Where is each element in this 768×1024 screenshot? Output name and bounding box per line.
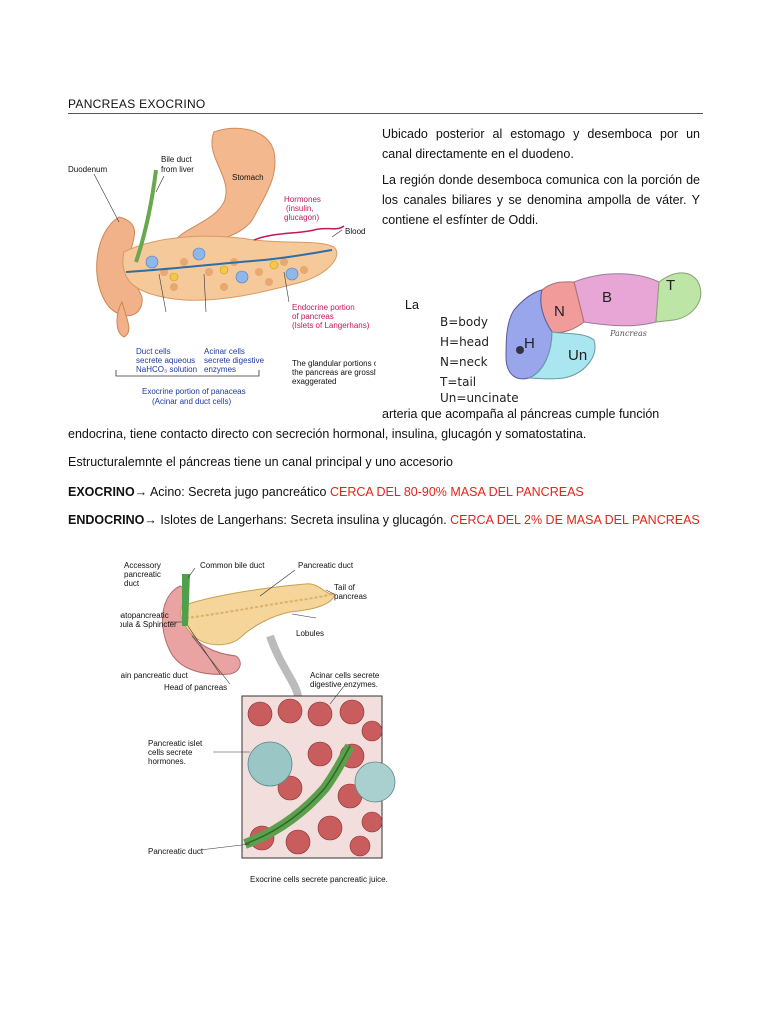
heading-divider xyxy=(68,113,703,114)
label-hormones-1: Hormones xyxy=(284,195,321,204)
label-exocrine-portion-1: Exocrine portion of panaceas xyxy=(142,387,246,396)
label-exocrine-secrete: Exocrine cells secrete pancreatic juice. xyxy=(250,875,388,884)
label-head: Head of pancreas xyxy=(164,683,227,692)
label-tail-1: Tail of xyxy=(334,583,356,592)
paragraph-arteria-line2: endocrina, tiene contacto directo con se… xyxy=(68,427,587,441)
exocrino-arrow: → xyxy=(134,485,148,499)
page-heading: PANCREAS EXOCRINO xyxy=(68,97,206,111)
region-t: T xyxy=(666,277,675,294)
endocrino-highlight: CERCA DEL 2% DE MASA DEL PANCREAS xyxy=(450,513,700,527)
region-b: B xyxy=(602,289,612,306)
region-h: H xyxy=(524,335,535,352)
pancreas-exocrine-figure: Duodenum Bile duct from liver Stomach Ho… xyxy=(68,127,376,406)
legend-tail: T=tail xyxy=(439,375,476,389)
label-acinar-secrete-1: Acinar cells secrete xyxy=(310,671,380,680)
label-blood: Blood xyxy=(345,227,365,236)
region-n: N xyxy=(554,303,565,320)
pancreas-regions-figure: N B T H Un Pancreas B=body H=head N=neck… xyxy=(439,272,702,405)
exocrino-text: Acino: Secreta jugo pancreático xyxy=(147,485,330,499)
endocrino-arrow: → xyxy=(144,513,157,527)
label-acinar-secrete-2: digestive enzymes. xyxy=(310,680,378,689)
paragraph-arteria-line1: arteria que acompaña al páncreas cumple … xyxy=(382,407,660,421)
label-tail-2: pancreas xyxy=(334,592,367,601)
legend-uncinate: Un=uncinate xyxy=(440,391,519,405)
label-pancreatic-duct-bottom: Pancreatic duct xyxy=(148,847,204,856)
label-accessory-3: duct xyxy=(124,579,140,588)
paragraph-estructural: Estructuralemnte el páncreas tiene un ca… xyxy=(68,455,453,469)
label-endocrine-3: (Islets of Langerhans) xyxy=(292,321,370,330)
artist-signature: Pancreas xyxy=(609,329,647,338)
pancreas-histology-figure: Accessory pancreatic duct Common bile du… xyxy=(120,561,396,884)
label-hormones-3: glucagon) xyxy=(284,213,319,222)
label-duct-cells-2: secrete aqueous xyxy=(136,356,195,365)
label-duct-cells-3: NaHCO₃ solution xyxy=(136,365,197,374)
label-glandular-1: The glandular portions of xyxy=(292,359,376,368)
line-exocrino: EXOCRINO→ Acino: Secreta jugo pancreátic… xyxy=(68,482,584,502)
label-acinar-2: secrete digestive xyxy=(204,356,265,365)
label-accessory-1: Accessory xyxy=(124,561,161,570)
label-hepatopancreatic-1: Hepatopancreatic xyxy=(120,611,169,620)
exocrino-highlight: CERCA DEL 80-90% MASA DEL PANCREAS xyxy=(329,485,584,499)
region-un: Un xyxy=(568,347,587,364)
label-main-duct: Main pancreatic duct xyxy=(120,671,189,680)
label-endocrine-1: Endocrine portion xyxy=(292,303,355,312)
label-islet-3: hormones. xyxy=(148,757,186,766)
label-duct-cells-1: Duct cells xyxy=(136,347,171,356)
label-endocrine-2: of pancreas xyxy=(292,312,334,321)
label-islet-2: cells secrete xyxy=(148,748,193,757)
label-hormones-2: (insulin, xyxy=(286,204,314,213)
label-exocrine-portion-2: (Acinar and duct cells) xyxy=(152,397,231,406)
label-acinar-1: Acinar cells xyxy=(204,347,245,356)
label-la: La xyxy=(405,298,419,312)
endocrino-label: ENDOCRINO xyxy=(68,513,145,527)
line-endocrino: ENDOCRINO→ Islotes de Langerhans: Secret… xyxy=(68,510,700,530)
label-stomach: Stomach xyxy=(232,173,264,182)
label-glandular-3: exaggerated xyxy=(292,377,336,386)
label-common-bile-duct: Common bile duct xyxy=(200,561,265,570)
label-hepatopancreatic-2: Ampula & Sphincter xyxy=(120,620,177,629)
label-bile-duct-2: from liver xyxy=(161,165,194,174)
legend-neck: N=neck xyxy=(440,355,488,369)
legend-head: H=head xyxy=(440,335,489,349)
endocrino-text: Islotes de Langerhans: Secreta insulina … xyxy=(156,513,451,527)
label-duodenum: Duodenum xyxy=(68,165,107,174)
label-accessory-2: pancreatic xyxy=(124,570,161,579)
paragraph-ubicado: Ubicado posterior al estomago y desemboc… xyxy=(382,127,700,161)
label-bile-duct-1: Bile duct xyxy=(161,155,192,164)
label-lobules: Lobules xyxy=(296,629,324,638)
label-islet-1: Pancreatic islet xyxy=(148,739,203,748)
label-glandular-2: the pancreas are grossly xyxy=(292,368,376,377)
label-acinar-3: enzymes xyxy=(204,365,236,374)
label-pancreatic-duct-top: Pancreatic duct xyxy=(298,561,354,570)
paragraph-region: La región donde desemboca comunica con l… xyxy=(382,173,700,227)
exocrino-label: EXOCRINO xyxy=(68,485,135,499)
legend-body: B=body xyxy=(440,315,488,329)
